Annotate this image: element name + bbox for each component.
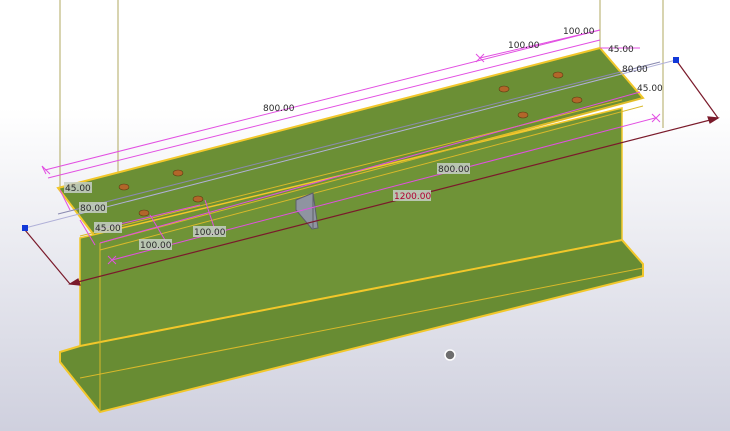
dim-mid-overall: 800.00	[438, 165, 470, 175]
grid-lines	[59, 0, 664, 190]
bolt-hole[interactable]	[138, 209, 150, 217]
bolt-hole[interactable]	[498, 85, 510, 93]
reference-line	[24, 59, 677, 229]
bolt-holes[interactable]	[118, 71, 583, 217]
steel-beam[interactable]	[56, 46, 661, 414]
dim-left-edge-3: 45.00	[95, 224, 121, 234]
dim-right-edge-3: 45.00	[637, 84, 663, 94]
bolt-hole[interactable]	[172, 169, 184, 177]
dim-top-right-spacing-1: 100.00	[508, 41, 540, 51]
bolt-hole[interactable]	[118, 183, 130, 191]
beam-bottom-flange[interactable]	[59, 238, 644, 414]
dim-beam-length: 1200.00	[394, 192, 431, 202]
svg-text:800.00: 800.00	[263, 104, 295, 114]
dim-top-overall: 800.00	[263, 104, 295, 114]
dim-right-edge-2: 80.00	[622, 65, 648, 75]
dim-left-edge-1: 45.00	[65, 184, 91, 194]
dim-bottom-spacing-1: 100.00	[140, 241, 172, 251]
stiffener-plate[interactable]	[295, 192, 319, 230]
dim-top-right-spacing-2: 100.00	[563, 27, 595, 37]
beam-axis	[57, 61, 661, 215]
bolt-hole[interactable]	[517, 111, 529, 119]
pivot-point-icon[interactable]	[444, 349, 456, 361]
dimension-labels: 800.00 100.00 100.00 45.00 80.00 45.00 4…	[64, 27, 663, 251]
handle-right[interactable]	[673, 57, 679, 63]
dim-right-edge-1: 45.00	[608, 45, 634, 55]
bolt-hole[interactable]	[552, 71, 564, 79]
bolt-hole[interactable]	[192, 195, 204, 203]
bolt-hole[interactable]	[571, 96, 583, 104]
dim-left-edge-2: 80.00	[80, 204, 106, 214]
dim-bottom-spacing-2: 100.00	[194, 228, 226, 238]
handle-left[interactable]	[22, 225, 28, 231]
